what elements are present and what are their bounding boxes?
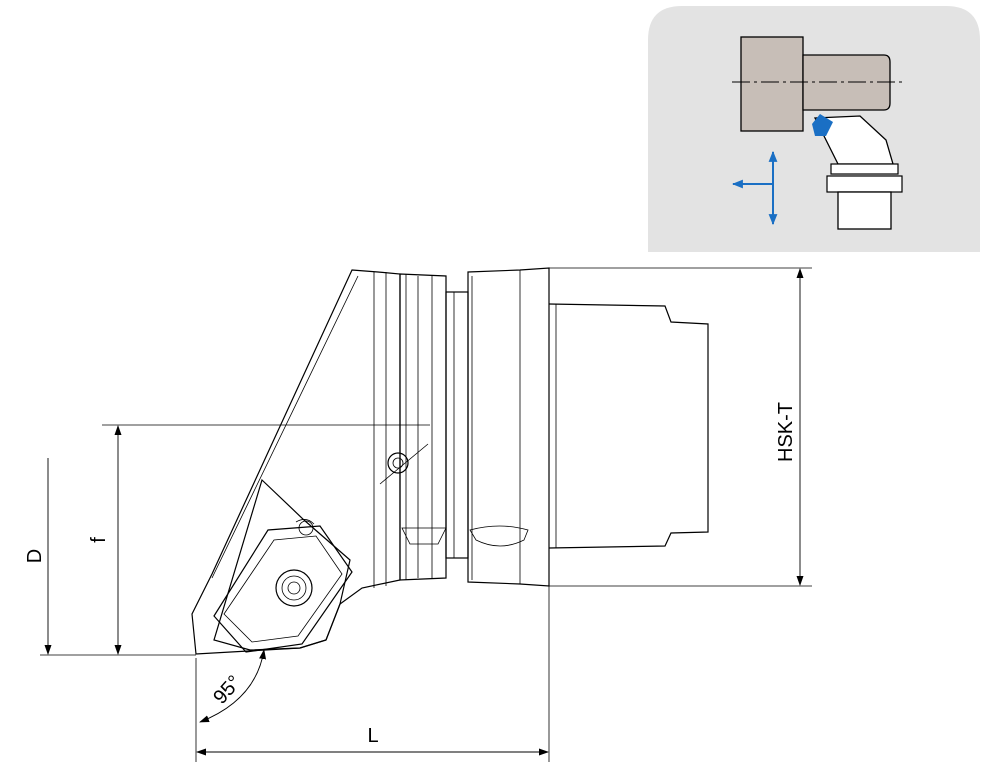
coolant-screw bbox=[387, 452, 409, 474]
application-inset bbox=[648, 6, 980, 252]
insert-clamp-screw bbox=[275, 569, 313, 607]
tool-head bbox=[191, 269, 401, 655]
dim-label-D: D bbox=[24, 549, 46, 563]
dim-label-f: f bbox=[88, 537, 110, 543]
hsk-taper bbox=[548, 303, 709, 549]
workpiece-shaft bbox=[802, 54, 891, 111]
workpiece-body bbox=[740, 36, 804, 132]
inset-tool-shank bbox=[837, 191, 892, 230]
inset-tool-flange bbox=[830, 163, 899, 175]
angle-arc-95 bbox=[199, 649, 267, 723]
hsk-flange bbox=[467, 267, 550, 587]
gripper-groove bbox=[445, 291, 469, 559]
inset-tool-flange-2 bbox=[826, 175, 903, 193]
insert-seat bbox=[213, 478, 351, 651]
tool-holder bbox=[191, 267, 709, 655]
front-flange bbox=[399, 273, 447, 581]
dim-label-hsk: HSK-T bbox=[775, 402, 797, 462]
dim-label-L: L bbox=[367, 725, 378, 747]
inset-insert bbox=[812, 114, 833, 136]
angle-label-95: 95° bbox=[209, 671, 246, 708]
